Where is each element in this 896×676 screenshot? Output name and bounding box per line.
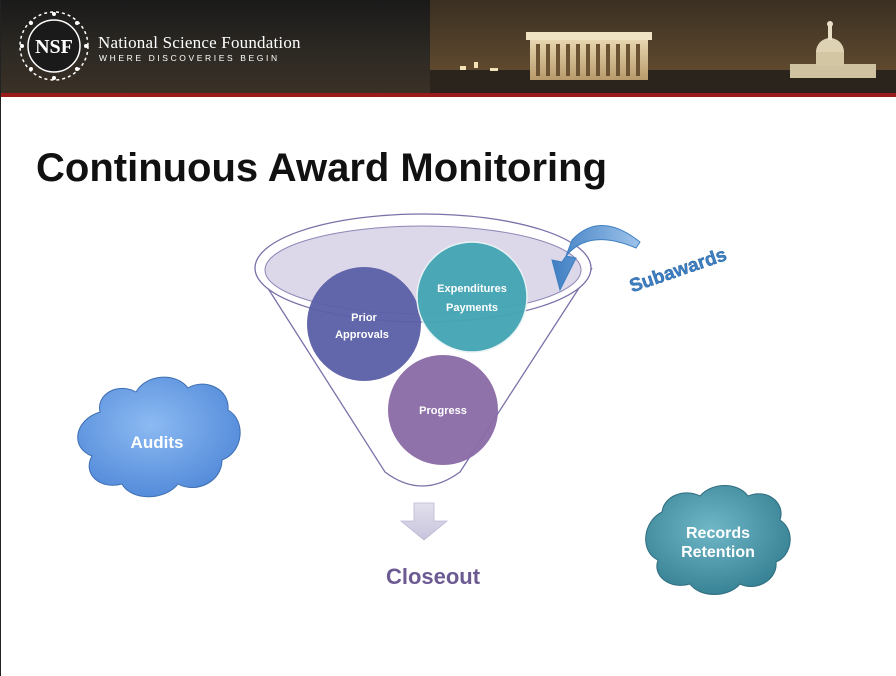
slide-title: Continuous Award Monitoring [36,146,608,190]
closeout-label: Closeout [386,564,481,589]
down-arrow-icon [399,502,449,541]
audits-label: Audits [131,433,184,452]
nsf-logo: NSF [19,11,89,81]
circle-expenditures-payments: Expenditures Payments [416,241,528,353]
expend-label-line2: Payments [446,302,498,314]
records-label-line2: Retention [681,544,755,561]
header-banner: NSF National Science Foundation WHERE DI… [0,0,896,93]
subawards-label: Subawards [627,244,730,297]
nsf-logo-text: NSF [35,36,73,58]
washington-skyline-image [430,0,896,93]
records-retention-cloud: Records Retention [645,485,791,595]
header-rule [0,93,896,97]
slide-left-border [0,0,1,676]
subawards-curved-arrow [551,225,641,292]
circle-progress: Progress [388,355,498,465]
org-tagline: WHERE DISCOVERIES BEGIN [99,53,280,63]
org-name: National Science Foundation [98,33,301,52]
expend-label-line1: Expenditures [437,283,507,295]
circle-prior-approvals: Prior Approvals [307,267,421,381]
records-label-line1: Records [686,525,750,542]
prior-label-line1: Prior [351,312,377,324]
audits-cloud: Audits [77,376,241,498]
prior-label-line2: Approvals [335,329,389,341]
progress-label: Progress [419,405,467,417]
